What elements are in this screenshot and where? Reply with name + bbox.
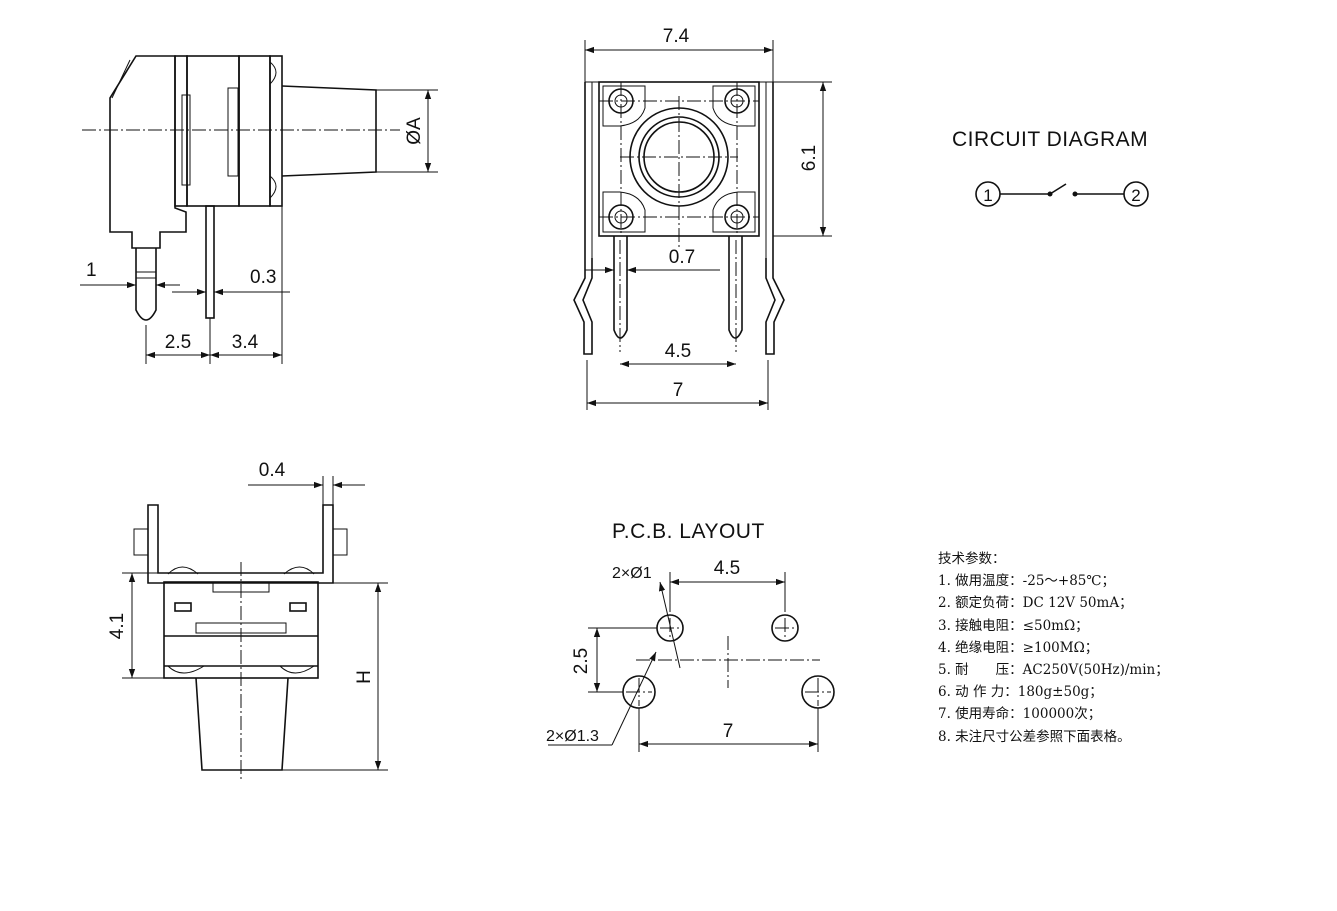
dim-61-label: 6.1: [799, 145, 820, 171]
front-view: 7.4 6.1 0.7 4.5 7: [573, 26, 832, 410]
dim-74-label: 7.4: [663, 26, 690, 47]
dim-41-label: 4.1: [107, 613, 128, 639]
pcb-hole-small-right: [771, 614, 799, 642]
dim-45-front-label: 4.5: [665, 341, 691, 362]
dia-a-label: ØA: [404, 117, 425, 145]
dim-25-label: 2.5: [165, 332, 191, 353]
circuit-title: CIRCUIT DIAGRAM: [952, 128, 1148, 151]
spec-item: 8. 未注尺寸公差参照下面表格。: [938, 728, 1131, 745]
dim-25-pcb-label: 2.5: [571, 648, 592, 674]
pin2-circle: [1123, 181, 1149, 207]
dim-h-label: H: [354, 670, 375, 684]
spec-item: 1. 做用温度：-25～+85℃；: [938, 573, 1116, 590]
bottom-view: 0.4 4.1 H: [107, 460, 388, 782]
dim-7-front-label: 7: [673, 380, 684, 401]
pin2-label: 2: [1131, 186, 1140, 205]
dim-7-pcb-label: 7: [723, 721, 734, 742]
dim-03-label: 0.3: [250, 267, 276, 288]
dim-07-label: 0.7: [669, 247, 695, 268]
spec-item: 2. 额定负荷：DC 12V 50mA；: [938, 595, 1133, 612]
dim-34-label: 3.4: [232, 332, 259, 353]
spec-item: 5. 耐 压：AC250V(50Hz)/min；: [938, 662, 1169, 679]
hole-large-label: 2×Ø1.3: [546, 728, 599, 745]
circuit-diagram: CIRCUIT DIAGRAM 1 2: [952, 128, 1149, 207]
spec-item: 7. 使用寿命：100000次；: [938, 706, 1102, 723]
side-view: ØA 1 0.3 2.5 3.4: [80, 55, 438, 364]
spec-title: 技术参数：: [938, 551, 1006, 567]
pin1-label: 1: [983, 186, 992, 205]
dim-45-pcb-label: 4.5: [714, 558, 740, 579]
dim-04-label: 0.4: [259, 460, 286, 481]
specifications: 技术参数： 1. 做用温度：-25～+85℃； 2. 额定负荷：DC 12V 5…: [938, 548, 1169, 748]
spec-item: 4. 绝缘电阻：≥100MΩ；: [938, 639, 1099, 656]
dim-1-label: 1: [86, 260, 97, 281]
spec-item: 3. 接触电阻：≤50mΩ；: [938, 617, 1089, 634]
pcb-title: P.C.B. LAYOUT: [612, 520, 765, 543]
spec-item: 6. 动 作 力：180g±50g；: [938, 684, 1103, 701]
hole-small-label: 2×Ø1: [612, 565, 652, 582]
pcb-layout: P.C.B. LAYOUT 4.5 2×Ø1 2.5 2×Ø1.3: [546, 520, 835, 752]
